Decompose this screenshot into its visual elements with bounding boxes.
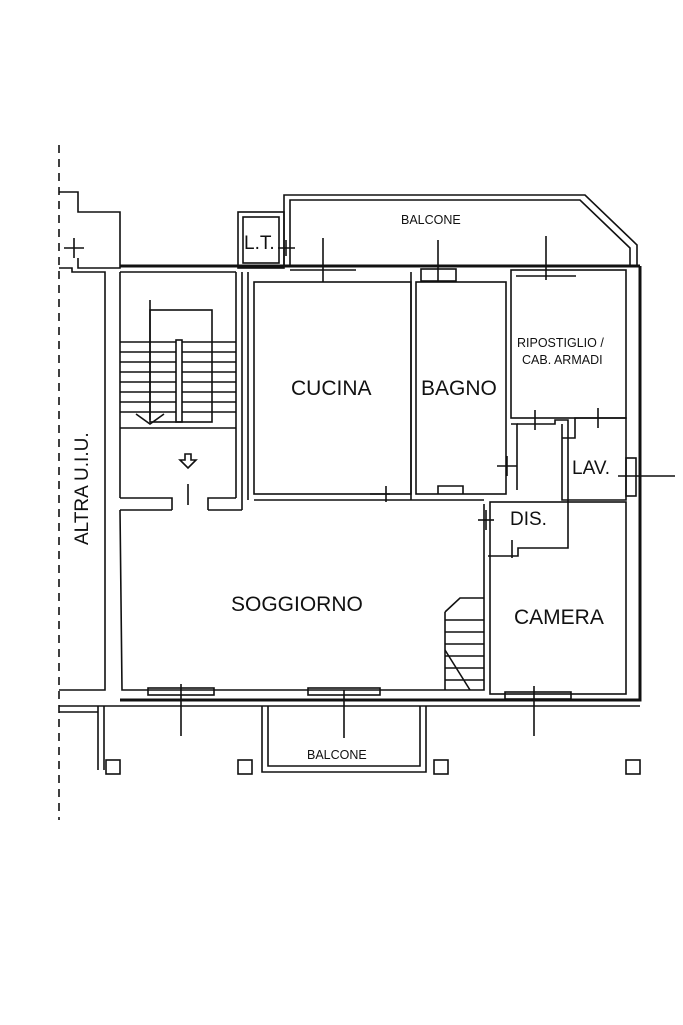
balcony-bottom: BALCONE bbox=[261, 706, 427, 773]
room-dis: DIS. bbox=[478, 419, 569, 558]
room-ripostiglio: RIPOSTIGLIO / CAB. ARMADI bbox=[510, 236, 627, 430]
entry-arrow-icon bbox=[178, 453, 198, 470]
neighbor-label: ALTRA U.I.U. bbox=[72, 432, 93, 545]
lt-label: L.T. bbox=[244, 233, 275, 254]
bagno-label: BAGNO bbox=[421, 377, 497, 400]
stairwell bbox=[119, 272, 243, 510]
cucina-label: CUCINA bbox=[291, 377, 372, 400]
ripostiglio-label-1: RIPOSTIGLIO / bbox=[517, 336, 604, 350]
balcony-top: BALCONE bbox=[283, 194, 638, 266]
balcony-top-label: BALCONE bbox=[401, 213, 461, 227]
room-camera: CAMERA bbox=[489, 501, 627, 736]
soggiorno-label: SOGGIORNO bbox=[231, 593, 363, 616]
stair-direction-arrow bbox=[135, 413, 165, 425]
neighbor-unit: ALTRA U.I.U. bbox=[59, 191, 121, 691]
pillars bbox=[59, 706, 641, 775]
camera-label: CAMERA bbox=[514, 606, 604, 629]
room-cucina: CUCINA bbox=[247, 238, 412, 500]
lav-label: LAV. bbox=[572, 458, 610, 479]
ripostiglio-label-2: CAB. ARMADI bbox=[522, 353, 603, 367]
room-lav: LAV. bbox=[561, 417, 675, 501]
room-soggiorno: SOGGIORNO bbox=[119, 486, 485, 738]
balcony-bottom-label: BALCONE bbox=[307, 748, 367, 762]
room-bagno: BAGNO bbox=[410, 240, 517, 500]
dis-label: DIS. bbox=[510, 509, 547, 530]
lt-room: L.T. bbox=[237, 211, 295, 269]
